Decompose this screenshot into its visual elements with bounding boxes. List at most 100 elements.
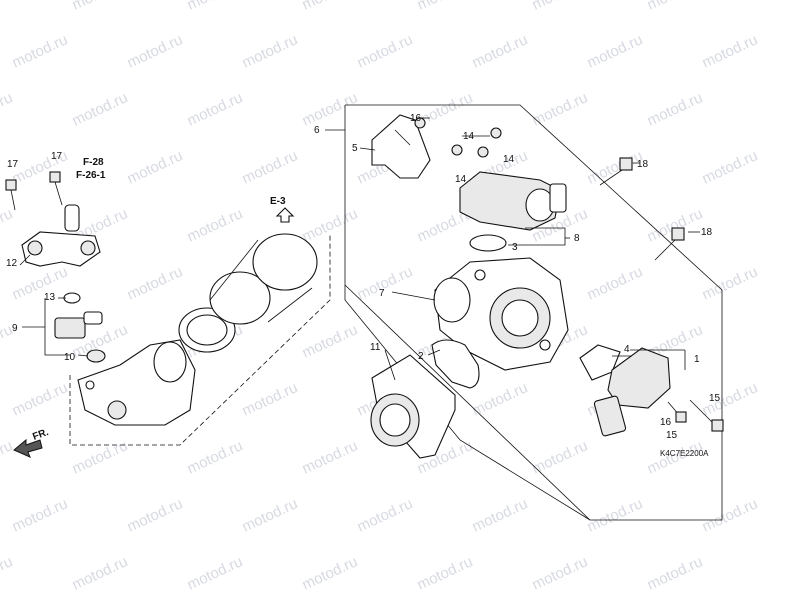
screw-14a xyxy=(490,127,502,139)
watermark-text: motod.ru xyxy=(530,0,591,14)
watermark-text: motod.ru xyxy=(355,263,416,303)
callout-14b: 14 xyxy=(503,154,515,165)
leader-lines xyxy=(19,117,700,381)
watermark-text: motod.ru xyxy=(0,89,15,129)
callout-7: 7 xyxy=(379,288,385,299)
watermark-text: motod.ru xyxy=(10,379,71,419)
o-ring-3 xyxy=(469,234,507,252)
watermark-text: motod.ru xyxy=(70,89,131,129)
watermark-text: motod.ru xyxy=(125,263,186,303)
map-sensor-8 xyxy=(459,171,567,231)
watermark-text: motod.ru xyxy=(530,437,591,477)
injector-assembly xyxy=(5,171,331,446)
seal-ring-10 xyxy=(86,349,106,363)
callout-9: 9 xyxy=(12,323,18,334)
callout-2: 2 xyxy=(418,351,424,362)
screw-14c xyxy=(477,146,489,158)
ref-f28: F-28 xyxy=(83,157,104,168)
watermark-text: motod.ru xyxy=(70,437,131,477)
watermark-text: motod.ru xyxy=(240,31,301,71)
watermark-text: motod.ru xyxy=(300,0,361,14)
watermark-text: motod.ru xyxy=(185,205,246,245)
watermark-text: motod.ru xyxy=(300,321,361,361)
air-duct xyxy=(209,233,318,325)
bolt-15-right xyxy=(689,399,724,432)
callout-6: 6 xyxy=(314,125,320,136)
up-arrow-icon xyxy=(275,207,295,223)
watermark-text: motod.ru xyxy=(0,0,15,14)
watermark-text: motod.ru xyxy=(700,263,761,303)
watermark-text: motod.ru xyxy=(700,495,761,535)
watermark-text: motod.ru xyxy=(10,263,71,303)
watermark-text: motod.ru xyxy=(355,31,416,71)
watermark-text: motod.ru xyxy=(0,437,15,477)
sensor-bracket-5 xyxy=(371,114,431,179)
bolt-18-lower xyxy=(654,227,685,261)
callout-14c: 14 xyxy=(455,174,467,185)
callout-15a: 15 xyxy=(709,393,721,404)
watermark-text: motod.ru xyxy=(240,379,301,419)
watermark-text: motod.ru xyxy=(645,553,706,593)
screw-14b xyxy=(451,144,463,156)
ref-e3: E-3 xyxy=(270,196,286,207)
watermark-text: motod.ru xyxy=(125,495,186,535)
bolt-18-upper xyxy=(599,157,633,186)
injector-9 xyxy=(54,311,103,339)
watermark-text: motod.ru xyxy=(415,0,476,14)
callout-5: 5 xyxy=(352,143,358,154)
gasket-2 xyxy=(431,339,480,389)
callout-16b: 16 xyxy=(660,417,672,428)
watermark-text: motod.ru xyxy=(300,89,361,129)
watermark-text: motod.ru xyxy=(470,495,531,535)
watermark-text: motod.ru xyxy=(185,553,246,593)
callout-3: 3 xyxy=(512,242,518,253)
watermark-text: motod.ru xyxy=(185,0,246,14)
watermark-text: motod.ru xyxy=(645,0,706,14)
watermark-text: motod.ru xyxy=(585,263,646,303)
callout-16a: 16 xyxy=(410,113,422,124)
o-ring-13 xyxy=(63,292,81,304)
callout-17b: 17 xyxy=(51,151,63,162)
fuel-joint-12 xyxy=(21,204,101,267)
callout-15b: 15 xyxy=(666,430,678,441)
watermark-text: motod.ru xyxy=(470,31,531,71)
watermark-text: motod.ru xyxy=(70,553,131,593)
throttle-position-sensor-1 xyxy=(579,344,671,437)
watermark-text: motod.ru xyxy=(240,147,301,187)
callout-8: 8 xyxy=(574,233,580,244)
callout-18a: 18 xyxy=(637,159,649,170)
watermark-text: motod.ru xyxy=(300,437,361,477)
callout-10: 10 xyxy=(64,352,76,363)
watermark-text: motod.ru xyxy=(125,147,186,187)
watermark-text: motod.ru xyxy=(415,553,476,593)
callout-13: 13 xyxy=(44,292,56,303)
bolt-17-left xyxy=(5,179,17,211)
callout-1: 1 xyxy=(694,354,700,365)
watermark-text: motod.ru xyxy=(125,31,186,71)
watermark-text: motod.ru xyxy=(355,495,416,535)
watermark-text: motod.ru xyxy=(10,495,71,535)
watermark-text: motod.ru xyxy=(585,495,646,535)
front-label: FR. xyxy=(31,427,50,443)
intake-flange-11 xyxy=(370,354,456,459)
watermark-text: motod.ru xyxy=(645,89,706,129)
callout-11: 11 xyxy=(370,342,381,353)
callout-17a: 17 xyxy=(7,159,19,170)
watermark-text: motod.ru xyxy=(240,495,301,535)
throttle-body-7 xyxy=(433,257,569,371)
watermark-text: motod.ru xyxy=(0,553,15,593)
watermark-text: motod.ru xyxy=(185,89,246,129)
watermark-text: motod.ru xyxy=(700,147,761,187)
watermark-text: motod.ru xyxy=(185,437,246,477)
callout-12: 12 xyxy=(6,258,18,269)
watermark-text: motod.ru xyxy=(300,553,361,593)
callout-4: 4 xyxy=(624,344,630,355)
watermark-text: motod.ru xyxy=(700,31,761,71)
watermark-text: motod.ru xyxy=(530,89,591,129)
bolt-17-right xyxy=(49,171,63,206)
intake-insulator xyxy=(77,339,196,426)
clamp-band xyxy=(178,307,236,353)
watermark-text: motod.ru xyxy=(0,205,15,245)
watermark-text: motod.ru xyxy=(530,553,591,593)
